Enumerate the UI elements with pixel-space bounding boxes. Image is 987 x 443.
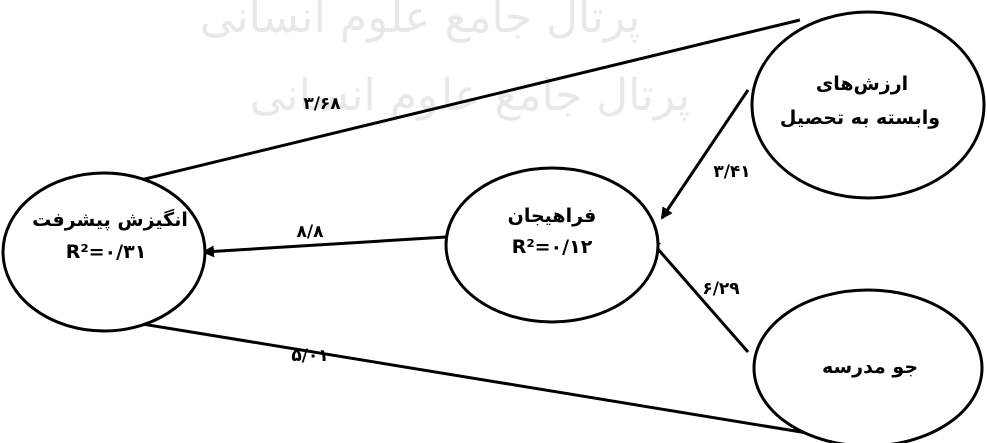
edge-values-to-metacognition — [660, 89, 750, 220]
edge-label-metacognition-to-motivation: ۸/۸ — [297, 222, 325, 242]
node-values-line-2: وابسته به تحصیل — [780, 107, 940, 129]
node-metacognition-line-1: فراهیجان — [508, 205, 597, 227]
edge-label-climate-to-motivation: ۵/۰۱ — [291, 346, 328, 366]
edge-values-to-motivation — [118, 18, 801, 189]
node-climate-line-1: جو مدرسه — [822, 356, 918, 378]
watermark-line-1: پرتال جامع علوم انسانی — [200, 0, 641, 43]
node-motivation: انگیزش پیشرفت R²=۰/۳۱ — [1, 171, 207, 333]
edge-label-climate-to-metacognition: ۶/۲۹ — [702, 279, 740, 299]
node-values-line-1: ارزش‌های — [816, 73, 908, 95]
node-metacognition: فراهیجان R²=۰/۱۲ — [444, 166, 660, 324]
node-metacognition-line-2: R²=۰/۱۲ — [512, 236, 593, 258]
watermark-line-2: پرتال جامع علوم انسانی — [250, 70, 691, 121]
edge-metacognition-to-motivation — [202, 235, 447, 258]
node-motivation-line-2: R²=۰/۳۱ — [66, 241, 147, 263]
edge-label-values-to-metacognition: ۳/۴۱ — [713, 162, 750, 182]
node-motivation-line-1: انگیزش پیشرفت — [32, 208, 188, 231]
node-values: ارزش‌های وابسته به تحصیل — [750, 10, 986, 200]
node-climate: جو مدرسه — [752, 288, 984, 443]
edge-climate-to-motivation — [116, 315, 839, 440]
edge-label-values-to-motivation: ۳/۶۸ — [303, 94, 341, 114]
edge-climate-to-metacognition — [648, 238, 750, 353]
